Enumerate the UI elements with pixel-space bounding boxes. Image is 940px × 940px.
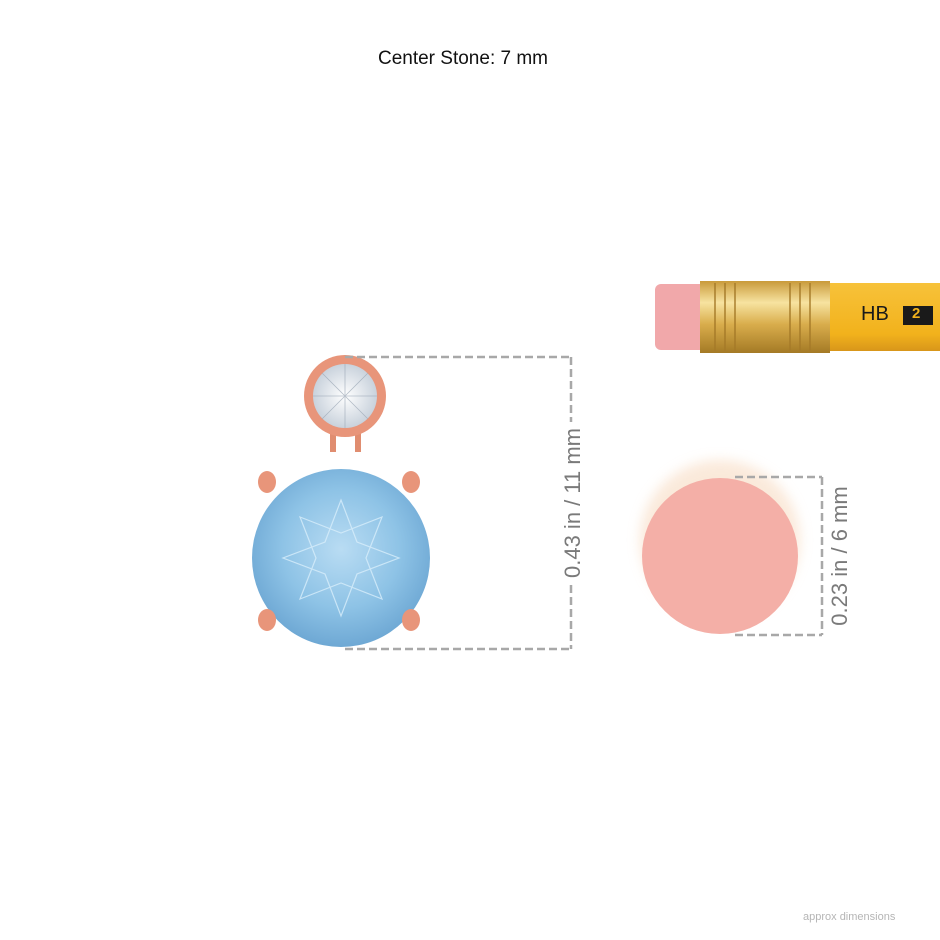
eraser-dimension-lines: [735, 475, 824, 637]
approx-dimensions-note: approx dimensions: [803, 911, 896, 923]
pendant-dimension-label: 0.43 in / 11 mm: [560, 422, 586, 584]
pendant: [252, 355, 430, 647]
center-stone-title: Center Stone: 7 mm: [377, 48, 549, 69]
pencil-number-box: [903, 306, 933, 325]
pencil: [655, 281, 940, 353]
eraser-dimension-label: 0.23 in / 6 mm: [827, 480, 853, 632]
pencil-ferrule: [700, 281, 830, 353]
pencil-number-label: 2: [912, 305, 921, 322]
pencil-grade-label: HB: [861, 303, 889, 325]
eraser-top-view: [642, 478, 798, 634]
prongs: [258, 471, 420, 631]
pencil-eraser: [655, 284, 707, 350]
aquamarine-stone: [252, 469, 430, 647]
